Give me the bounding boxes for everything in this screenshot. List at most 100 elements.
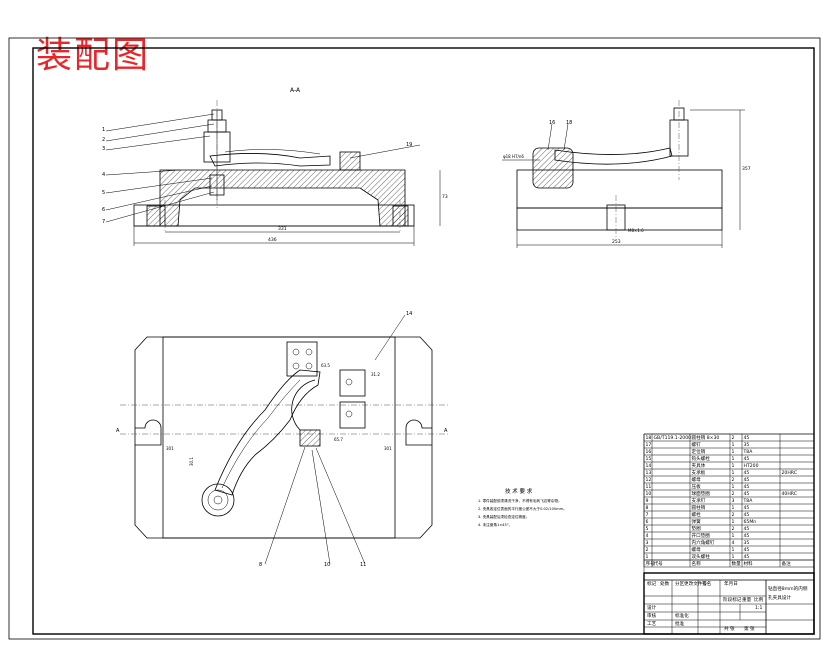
plan-dim-6: 301: [384, 446, 392, 451]
parts-list-cell: 2: [646, 547, 649, 553]
parts-list-cell: 45: [744, 526, 750, 532]
parts-list-cell: 45: [744, 512, 750, 518]
parts-list-cell: 45: [744, 533, 750, 539]
side-dim-fit: φ18 H7/n6: [503, 154, 524, 159]
parts-list-cell: 3: [646, 540, 649, 546]
front-section-view: A-A 331 436 73: [102, 87, 448, 246]
parts-list-cell: 钩头螺栓: [692, 455, 711, 462]
title-label-sheets: 共 张: [724, 625, 735, 632]
parts-list-cell: 14: [646, 463, 652, 469]
parts-list-cell: 4: [646, 533, 649, 539]
tech-req-item: 4. 未注倒角1×45°。: [478, 522, 512, 527]
plan-balloon-10: 10: [324, 562, 330, 568]
parts-list-cell: 2: [732, 512, 735, 518]
parts-list-cell: 2: [732, 491, 735, 497]
title-label-weight: 重量: [742, 596, 752, 603]
parts-list-cell: 定位销: [692, 448, 706, 455]
title-label-1: 处数: [660, 580, 670, 587]
parts-list-cell: 45: [744, 435, 750, 441]
parts-list-cell: 1: [732, 484, 735, 490]
parts-list-cell: 2: [732, 477, 735, 483]
parts-list-cell: 35: [744, 442, 750, 448]
drawing-title-1: 钻直径8mm的内侧: [768, 585, 808, 592]
parts-list-cell: 20HRC: [782, 470, 797, 476]
title-label-approve: 批准: [675, 620, 685, 627]
parts-list-cell: 双头螺柱: [692, 553, 711, 560]
section-mark-right: A: [444, 428, 448, 434]
balloon-7: 7: [102, 219, 105, 225]
parts-list-cell: 1: [732, 505, 735, 511]
parts-list-header: 备注: [782, 560, 792, 567]
parts-list-cell: T8A: [743, 449, 754, 455]
plan-balloon-8: 8: [259, 562, 262, 568]
parts-list-cell: 螺栓: [692, 511, 702, 518]
parts-list-cell: 45: [744, 484, 750, 490]
balloon-2: 2: [102, 137, 105, 143]
plan-view: 63.5 65.7 31.2 30.1 301 301 A A 14 8 10 …: [116, 311, 450, 568]
parts-list-cell: 45: [744, 547, 750, 553]
drawing-title-2: 孔夹具设计: [768, 594, 791, 601]
tech-req-item: 3. 夹具装配后须检查定位精度。: [478, 514, 529, 519]
title-label-standard: 标准化: [675, 612, 689, 619]
parts-list-cell: 45: [744, 456, 750, 462]
title-label-sheet: 第 张: [744, 625, 755, 632]
parts-list-cell: 弹簧: [692, 518, 702, 525]
parts-list-cell: 11: [646, 484, 652, 490]
parts-list-cell: 1: [732, 519, 735, 525]
parts-list-cell: 支承钉: [692, 497, 706, 504]
parts-list-cell: 45: [744, 470, 750, 476]
side-dim-height: 357: [742, 166, 751, 172]
parts-list-header: 数量: [732, 560, 742, 567]
parts-list-cell: 1: [732, 533, 735, 539]
plan-dim-1: 63.5: [321, 363, 330, 368]
parts-list-cell: 支承板: [692, 469, 706, 476]
plan-balloon-11: 11: [360, 562, 366, 568]
title-label-review: 审核: [647, 612, 657, 619]
side-dim-base: 253: [612, 239, 621, 245]
title-label-design: 设计: [647, 604, 657, 611]
parts-list-cell: 1: [732, 470, 735, 476]
side-balloon-16: 16: [549, 120, 555, 126]
parts-list-cell: 圆柱销: [692, 504, 706, 511]
dim-overall: 436: [268, 237, 277, 243]
parts-list-cell: 45: [744, 505, 750, 511]
section-mark-left: A: [116, 428, 120, 434]
dim-height: 73: [442, 194, 448, 200]
technical-requirements: 技 术 要 求 1. 零件装配前须清洗干净，不得有毛刺飞边等杂物。 2. 夹具各…: [478, 487, 567, 527]
parts-list-cell: 1: [646, 554, 649, 560]
tech-req-item: 1. 零件装配前须清洗干净，不得有毛刺飞边等杂物。: [478, 498, 562, 503]
parts-list-cell: 2: [732, 435, 735, 441]
parts-list-cell: 15: [646, 456, 652, 462]
parts-list-cell: 1: [732, 554, 735, 560]
title-label-stage: 阶段标记: [723, 596, 742, 603]
plan-balloon-14: 14: [406, 311, 412, 317]
parts-list-header: 名称: [692, 560, 702, 567]
balloon-1: 1: [102, 127, 105, 133]
title-label-4: 签名: [702, 580, 711, 587]
parts-list-cell: HT200: [744, 463, 759, 469]
parts-list-cell: 17: [646, 442, 652, 448]
parts-list-cell: 4: [732, 540, 735, 546]
parts-list-cell: 65Mn: [744, 519, 757, 525]
section-label: A-A: [290, 87, 301, 94]
outer-frame: [8, 37, 821, 640]
balloon-3: 3: [102, 146, 105, 152]
drawing-type-stamp: 装配图: [36, 35, 151, 76]
balloon-4: 4: [102, 172, 105, 178]
parts-list-cell: 2: [732, 526, 735, 532]
parts-list-header: 代号: [654, 560, 664, 567]
balloon-5: 5: [102, 190, 105, 196]
parts-list-cell: 螺母: [692, 476, 702, 483]
parts-list-cell: 内六角螺钉: [692, 539, 715, 546]
tech-req-title: 技 术 要 求: [505, 487, 533, 495]
title-label-process: 工艺: [647, 621, 657, 627]
dim-inner: 331: [278, 226, 287, 232]
parts-list-cell: 35: [744, 540, 750, 546]
side-dim-note: M8×1.6: [628, 228, 644, 233]
parts-list-cell: 1: [732, 456, 735, 462]
parts-list-cell: 18: [646, 435, 652, 441]
parts-list-cell: 5: [646, 526, 649, 532]
parts-list-cell: T8A: [743, 498, 754, 504]
